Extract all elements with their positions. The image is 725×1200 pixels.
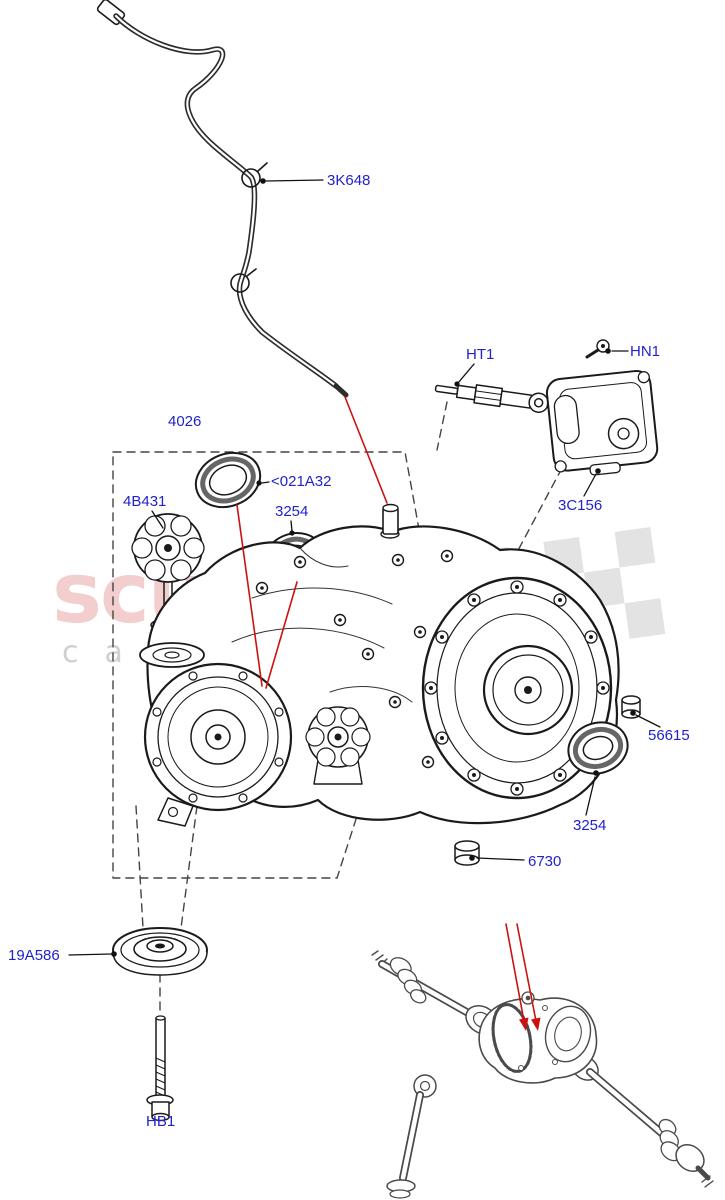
bolt-hn1-icon [585,339,610,359]
mount-19a586-drawing [112,927,208,976]
actuator-module-drawing [545,339,659,476]
bolt-hb1-drawing [146,1015,174,1122]
part-label-4b431[interactable]: 4B431 [123,493,167,510]
part-label-6730[interactable]: 6730 [528,853,562,870]
construction-lines [112,401,563,1013]
part-label-3254-right[interactable]: 3254 [573,817,607,834]
seal-3254-right-drawing [567,721,629,775]
part-label-3254-upper[interactable]: 3254 [275,503,309,520]
seal-021a32-drawing [194,451,262,509]
part-label-hb1[interactable]: HB1 [146,1113,176,1130]
red-reference-lines [236,396,541,1031]
part-label-hn1[interactable]: HN1 [630,343,661,360]
axle-assembly-inset-drawing [371,950,714,1199]
leader-lines [68,178,661,957]
part-label-3k648[interactable]: 3K648 [327,172,371,189]
hose-clip-icon [241,168,261,188]
group-box-4026 [112,451,431,879]
part-label-56615[interactable]: 56615 [648,727,690,744]
housing-mount-bushing [305,706,371,768]
part-label-19a586[interactable]: 19A586 [8,947,60,964]
part-label-021a32[interactable]: <021A32 [271,473,332,490]
hose-clip-icon [230,273,250,293]
breather-hose-drawing [96,0,349,398]
plug-6730-drawing [454,840,480,866]
differential-housing-drawing [139,503,620,827]
sensor-ht1-drawing [434,384,558,413]
part-label-ht1[interactable]: HT1 [466,346,495,363]
part-label-4026[interactable]: 4026 [168,413,202,430]
part-label-3c156[interactable]: 3C156 [558,497,603,514]
